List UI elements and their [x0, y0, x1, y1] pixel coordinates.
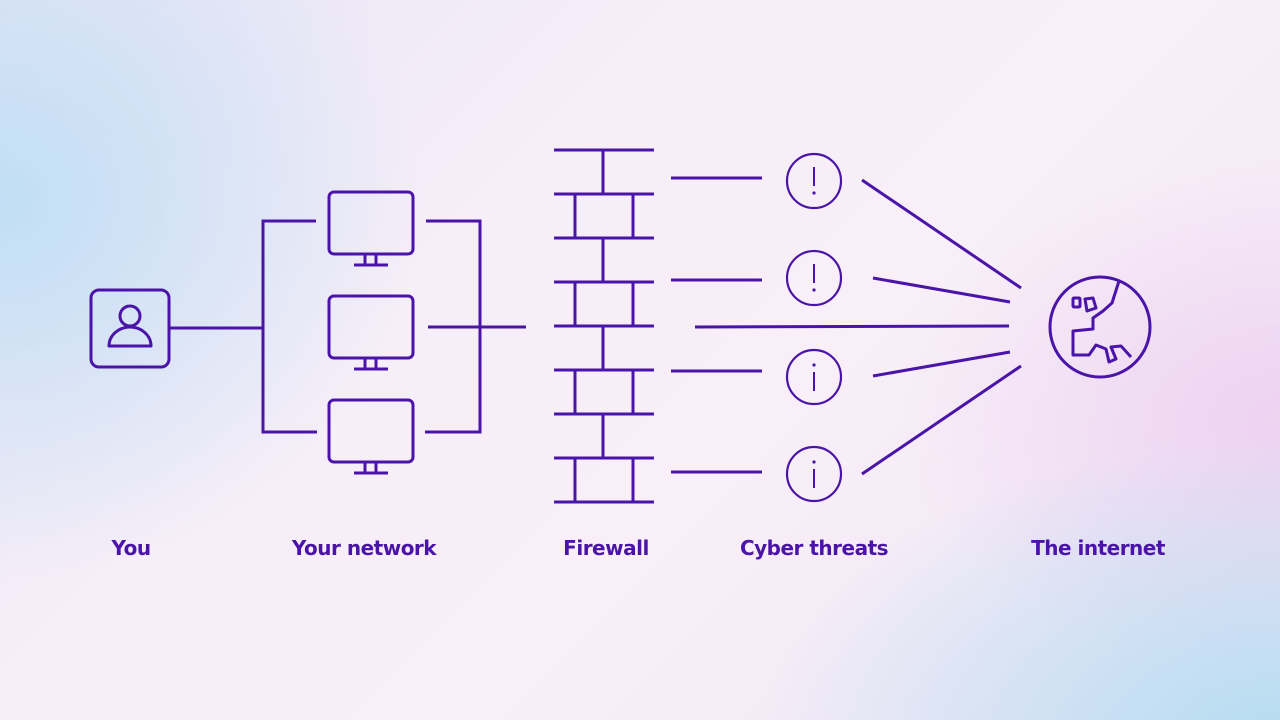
monitor-icon: [327, 398, 415, 475]
monitor-icon: [327, 294, 415, 371]
network-firewall-connector: [425, 219, 526, 434]
globe-icon: [1048, 275, 1152, 379]
monitor-icon: [327, 190, 415, 267]
network-devices: [327, 190, 415, 475]
label-cyber-threats: Cyber threats: [739, 536, 889, 560]
info-icon: [785, 348, 843, 406]
brick-wall-icon: [554, 148, 654, 504]
user-icon: [107, 304, 153, 348]
alert-icon: [785, 152, 843, 210]
cyber-threats: [785, 152, 843, 503]
label-the-internet: The internet: [1031, 536, 1165, 560]
label-you: You: [111, 536, 151, 560]
user-network-connector: [169, 219, 317, 434]
user-node: [89, 288, 171, 369]
label-firewall: Firewall: [563, 536, 649, 560]
label-your-network: Your network: [291, 536, 437, 560]
firewall-threat-connectors: [671, 176, 1010, 474]
alert-icon: [785, 249, 843, 307]
info-icon: [785, 445, 843, 503]
threat-internet-connectors: [861, 178, 1022, 476]
